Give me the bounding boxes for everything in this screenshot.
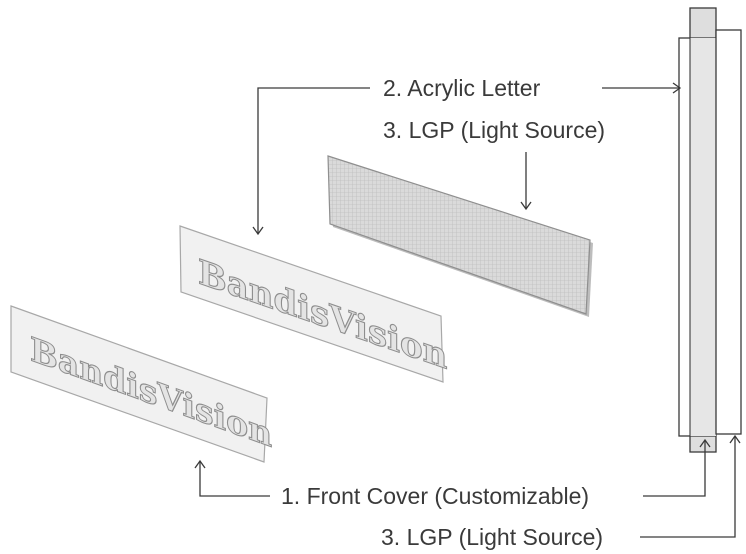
label-lgp-bottom: 3. LGP (Light Source) xyxy=(381,524,603,550)
label-acrylic-letter: 2. Acrylic Letter xyxy=(383,75,541,101)
label-lgp-top: 3. LGP (Light Source) xyxy=(383,117,605,143)
front-cover-panel-face xyxy=(10,305,268,463)
lgp-panel xyxy=(327,155,593,317)
acrylic-arrowhead xyxy=(252,226,264,236)
acrylic-letter-panel-face xyxy=(179,225,444,383)
lgp-side-leader-line xyxy=(640,436,736,538)
leader-lines xyxy=(194,82,741,538)
front-cover-side-arrowhead xyxy=(699,438,711,448)
side-view-acrylic-layer xyxy=(690,38,716,436)
front-cover-panel: BandisVision xyxy=(10,305,273,463)
lgp-arrowhead xyxy=(520,201,532,211)
label-front-cover: 1. Front Cover (Customizable) xyxy=(281,483,589,509)
side-view-back-layer xyxy=(715,29,742,435)
lgp-side-arrowhead xyxy=(729,434,741,444)
front-cover-leader-line xyxy=(199,461,270,497)
front-cover-side-leader-line xyxy=(643,440,706,497)
lgp-panel-face xyxy=(327,155,591,315)
acrylic-side-arrowhead xyxy=(672,82,682,94)
side-view-assembly xyxy=(678,7,742,453)
front-cover-arrowhead xyxy=(194,459,206,469)
acrylic-leader-line xyxy=(257,87,370,234)
